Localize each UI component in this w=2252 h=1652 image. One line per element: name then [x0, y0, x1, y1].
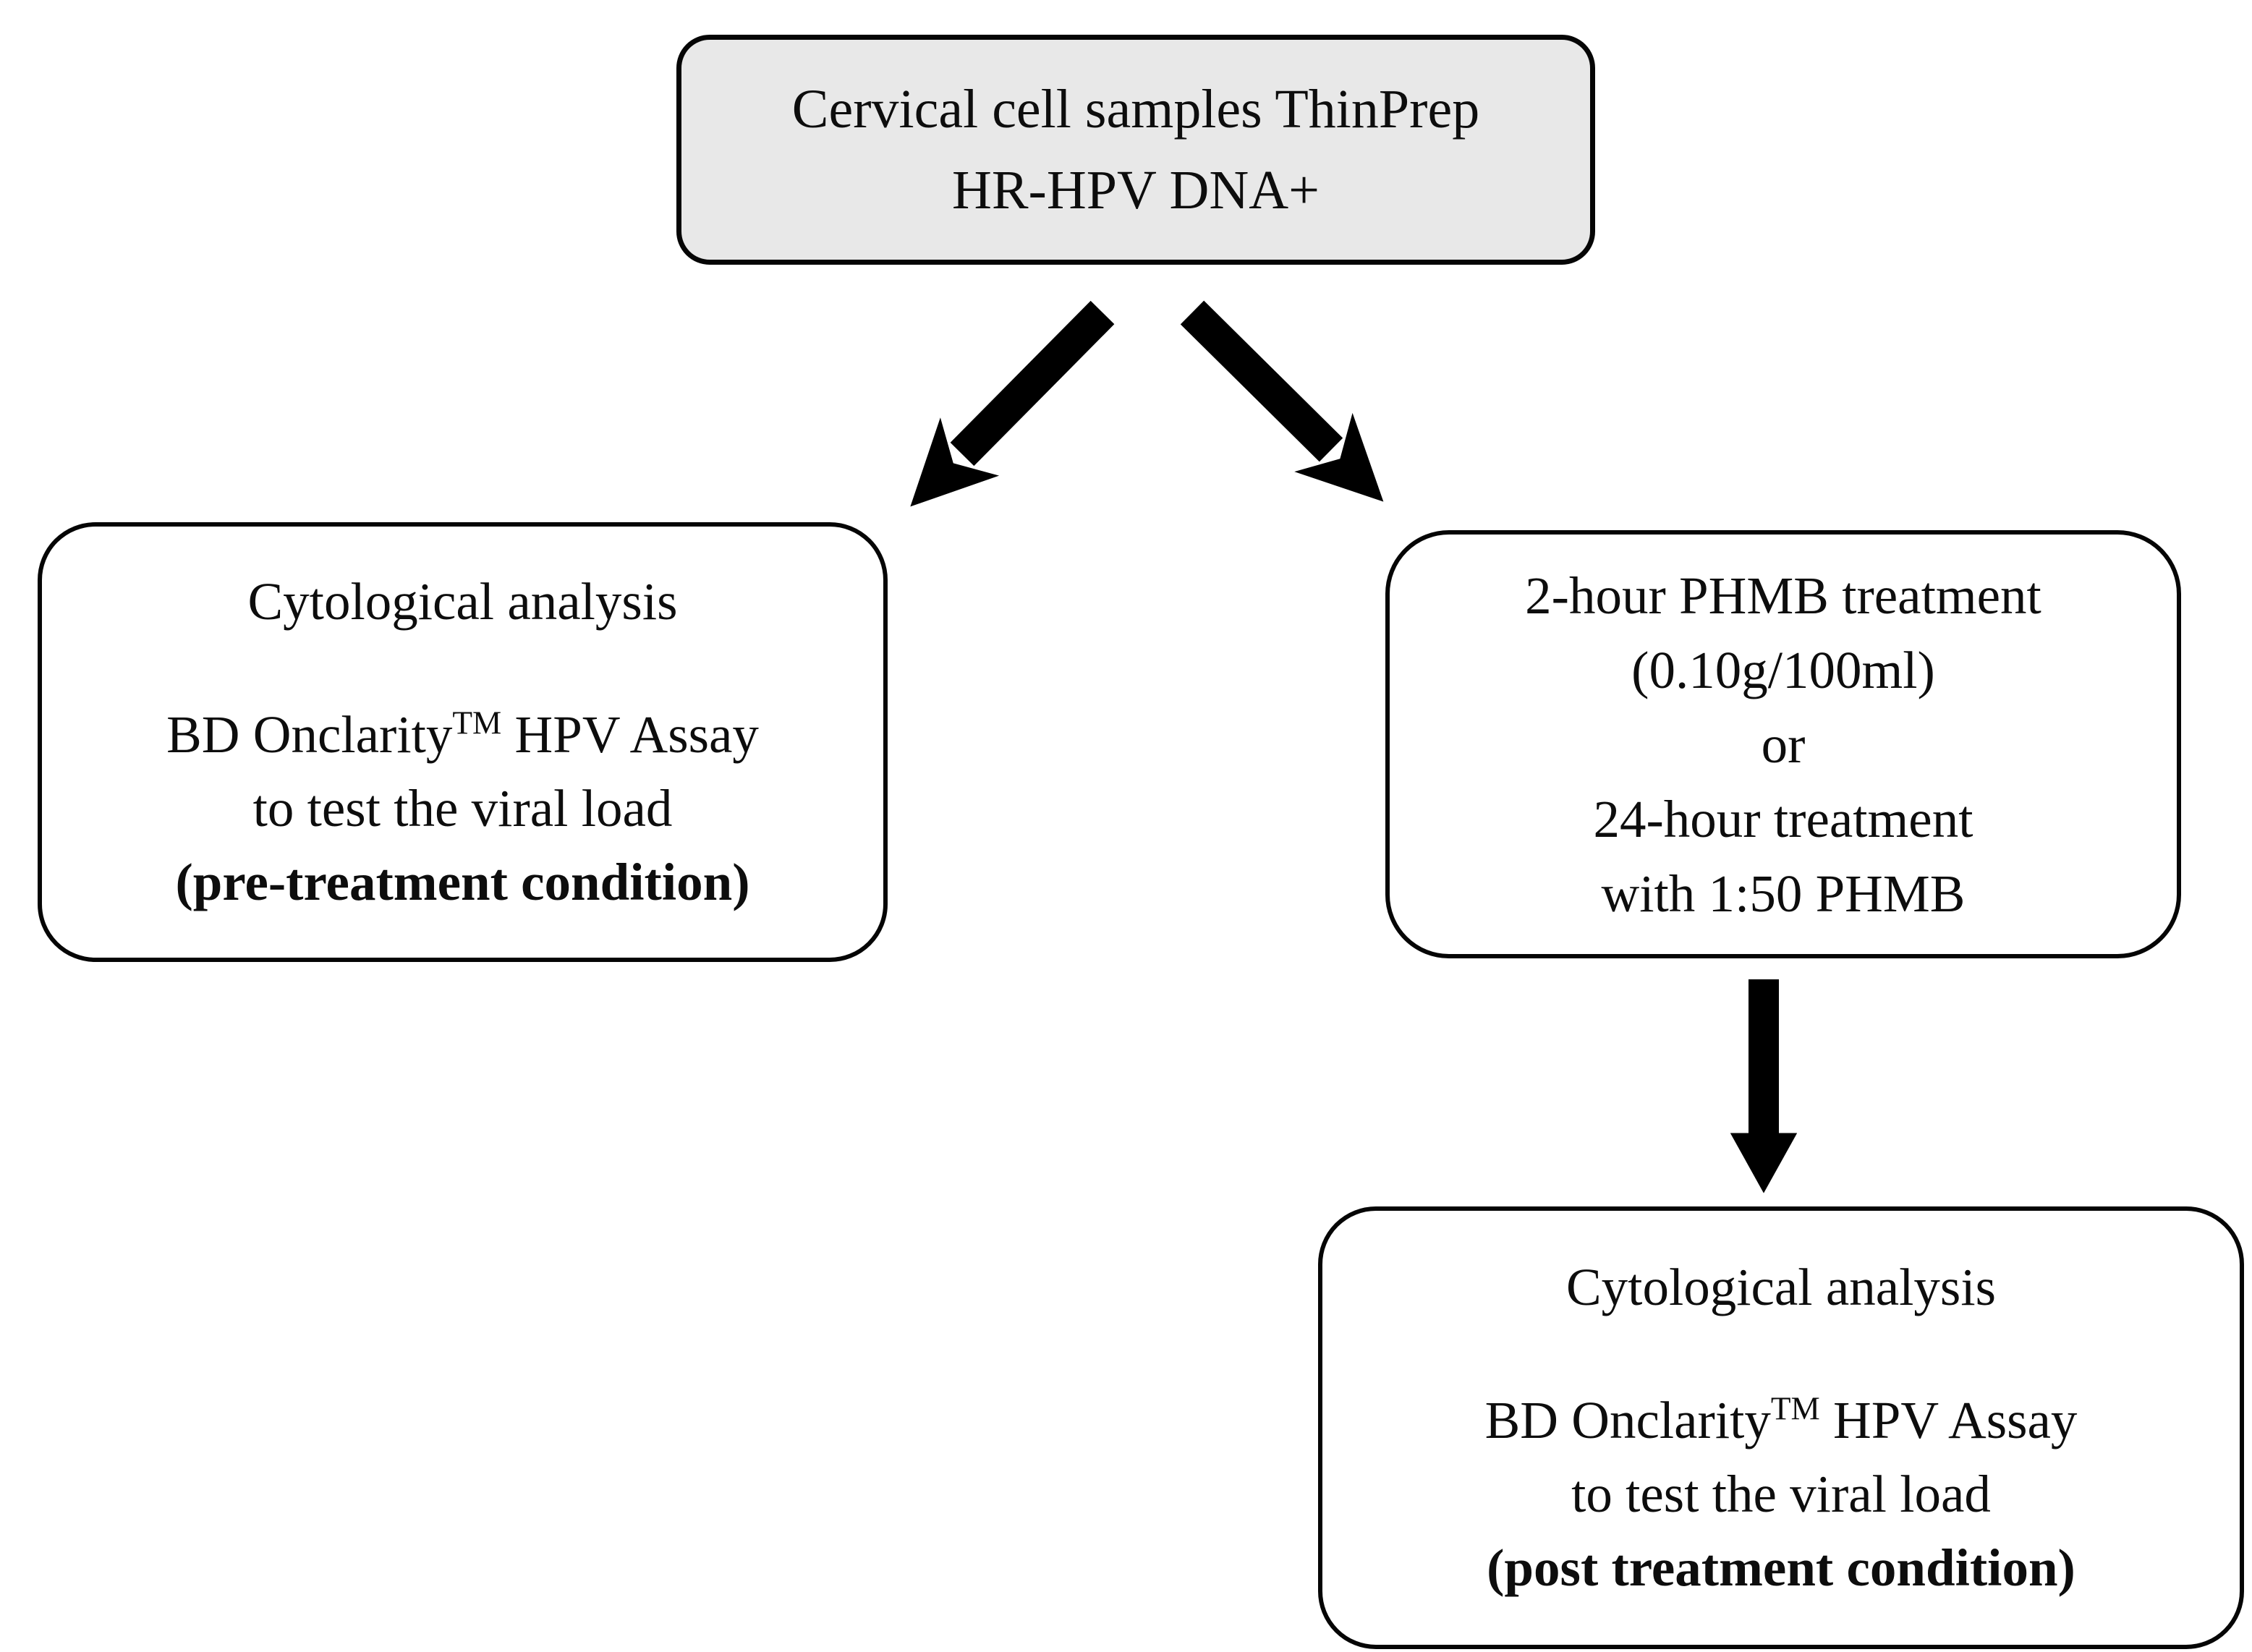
bottom-box-line4: (post treatment condition) — [1487, 1538, 2075, 1597]
right-box-line2: (0.10g/100ml) — [1631, 640, 1935, 699]
left-box-line2-post: HPV Assay — [501, 705, 759, 764]
bottom-box-line2-post: HPV Assay — [1819, 1391, 2078, 1449]
right-box-line1: 2-hour PHMB treatment — [1525, 566, 2041, 625]
left-box-pretreatment-analysis: Cytological analysis BD OnclarityTM HPV … — [38, 522, 888, 962]
top-box-line1: Cervical cell samples ThinPrep — [791, 79, 1480, 140]
bottom-box-line1: Cytological analysis — [1565, 1258, 1997, 1316]
top-box-line2: HR-HPV DNA+ — [951, 160, 1320, 221]
left-box-line3: to test the viral load — [252, 779, 673, 838]
left-box-line2: BD OnclarityTM HPV Assay — [166, 698, 759, 772]
left-box-line4: (pre-treatment condition) — [175, 853, 750, 911]
trademark-superscript: TM — [1770, 1390, 1820, 1427]
bottom-box-line2-pre: BD Onclarity — [1484, 1391, 1771, 1449]
right-box-phmb-treatment: 2-hour PHMB treatment (0.10g/100ml) or 2… — [1385, 530, 2181, 958]
right-box-line5: with 1:50 PHMB — [1601, 864, 1966, 923]
bottom-box-posttreatment-analysis: Cytological analysis BD OnclarityTM HPV … — [1318, 1206, 2244, 1649]
right-box-line4: 24-hour treatment — [1593, 789, 1973, 848]
left-box-line2-pre: BD Onclarity — [166, 705, 453, 764]
top-box-cervical-samples: Cervical cell samples ThinPrep HR-HPV DN… — [676, 35, 1595, 265]
left-box-line1: Cytological analysis — [247, 572, 678, 631]
trademark-superscript: TM — [452, 704, 502, 741]
bottom-box-line2: BD OnclarityTM HPV Assay — [1485, 1384, 2078, 1457]
arrow-top-to-right-icon — [1180, 300, 1384, 502]
bottom-box-line3: to test the viral load — [1571, 1465, 1991, 1523]
right-box-line3: or — [1761, 715, 1806, 774]
arrow-top-to-left-icon — [910, 300, 1115, 507]
